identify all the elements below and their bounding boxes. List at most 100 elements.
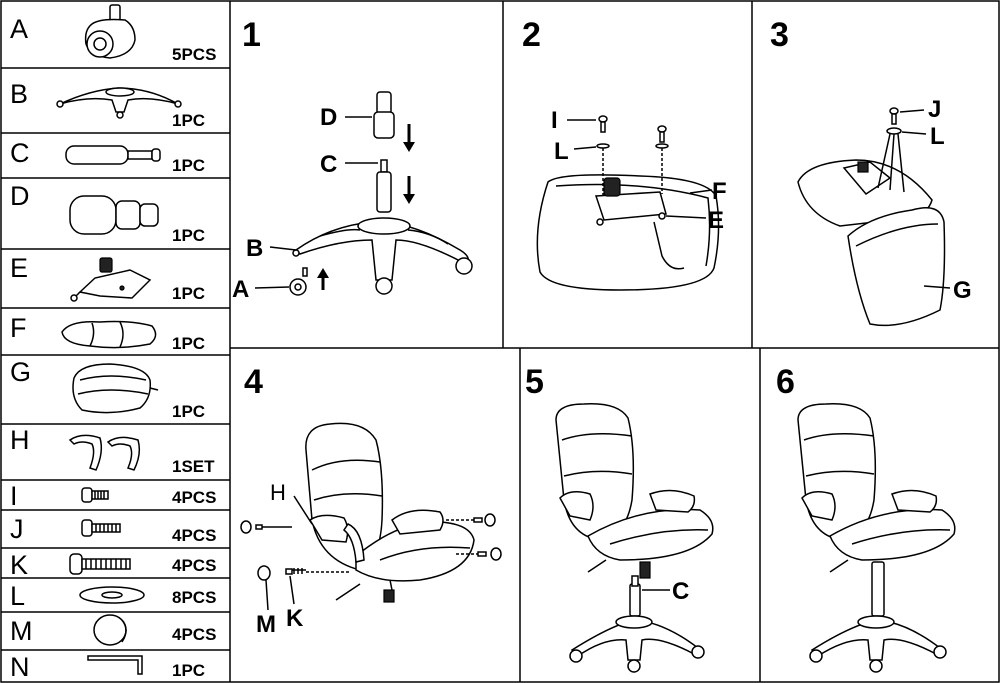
part-row-b: B 1PC [10, 79, 205, 130]
part-row-k: K 4PCS [10, 550, 216, 580]
label-l: L [930, 123, 945, 150]
backrest-part [847, 207, 946, 327]
assembled-chair [797, 403, 956, 673]
part-letter: C [10, 138, 30, 168]
part-row-l: L 8PCS [10, 581, 216, 611]
bolt-with-washer [596, 115, 610, 196]
label-i: I [551, 107, 558, 134]
part-letter: D [10, 181, 30, 211]
part-qty: 1PC [172, 156, 205, 175]
part-row-i: I 4PCS [10, 481, 216, 511]
seat-cushion-icon [61, 320, 157, 349]
part-qty: 1SET [172, 457, 215, 476]
chair-upper-part [305, 422, 475, 603]
label-k: K [286, 605, 304, 632]
step-number: 3 [770, 16, 789, 54]
short-bolt-icon [81, 487, 109, 503]
part-qty: 1PC [172, 226, 205, 245]
part-letter: J [10, 514, 24, 544]
base-part [569, 615, 705, 673]
part-row-j: J 4PCS [10, 514, 216, 545]
up-arrow-icon [317, 268, 329, 290]
part-row-a: A 5PCS [10, 4, 216, 64]
cap-icon [93, 614, 127, 646]
step-4-panel: 4 [240, 363, 502, 638]
part-row-m: M 4PCS [10, 614, 216, 646]
label-c: C [672, 578, 689, 605]
part-row-d: D 1PC [10, 181, 205, 245]
label-m: M [256, 611, 276, 638]
part-qty: 1PC [172, 402, 205, 421]
label-j: J [928, 96, 941, 123]
part-letter: E [10, 253, 28, 283]
cap-and-bolt [446, 513, 496, 527]
star-base-icon [56, 87, 182, 119]
parts-list: A 5PCS B 1PC C [10, 4, 216, 682]
step-number: 1 [242, 16, 261, 54]
lift-cover-part [373, 91, 395, 139]
step-number: 4 [244, 363, 263, 401]
cap-and-bolt [257, 565, 350, 581]
cap-and-bolt [456, 547, 502, 561]
seat-underside-part [536, 174, 720, 291]
part-qty: 4PCS [172, 526, 216, 545]
backrest-icon [72, 363, 159, 414]
part-letter: N [10, 652, 30, 682]
part-letter: K [10, 550, 28, 580]
chair-part [555, 403, 714, 579]
part-row-f: F 1PC [10, 313, 205, 353]
part-qty: 1PC [172, 111, 205, 130]
part-letter: A [10, 14, 28, 44]
tilt-mechanism-icon [70, 257, 152, 302]
part-qty: 1PC [172, 661, 205, 680]
part-row-c: C 1PC [10, 138, 205, 175]
allen-key-icon [87, 655, 143, 675]
cap-and-bolt [240, 520, 292, 534]
part-row-h: H 1SET [10, 425, 215, 476]
label-l: L [554, 138, 569, 165]
part-qty: 1PC [172, 284, 205, 303]
part-letter: M [10, 616, 33, 646]
caster-wheel-icon [84, 4, 136, 59]
down-arrow-icon [403, 124, 415, 152]
down-arrow-icon [403, 176, 415, 204]
step-1-panel: 1 [232, 16, 473, 303]
bolt-with-washer [877, 107, 905, 193]
bolt-with-washer [655, 125, 669, 194]
label-a: A [232, 276, 249, 303]
step-2-panel: 2 I L F [522, 16, 727, 291]
gas-lift-icon [65, 145, 161, 165]
step-6-panel: 6 [776, 363, 956, 673]
step-3-panel: 3 J L G [770, 16, 972, 327]
label-f: F [712, 178, 727, 205]
mechanism-part [594, 177, 685, 270]
step-number: 6 [776, 363, 795, 401]
label-h: H [270, 480, 286, 505]
part-row-e: E 1PC [10, 253, 205, 303]
part-row-g: G 1PC [10, 357, 205, 421]
medium-bolt-icon [81, 519, 121, 537]
gas-lift-part [376, 159, 392, 213]
part-row-n: N 1PC [10, 652, 205, 682]
part-qty: 8PCS [172, 588, 216, 607]
part-letter: L [10, 581, 25, 611]
caster-part [289, 267, 308, 296]
step-number: 5 [525, 363, 544, 401]
lift-cover-icon [69, 195, 159, 235]
armrest-icon [68, 434, 141, 471]
part-letter: B [10, 79, 28, 109]
label-d: D [320, 104, 337, 131]
part-letter: I [10, 481, 18, 511]
label-b: B [246, 235, 263, 262]
long-bolt-icon [69, 553, 131, 575]
part-letter: G [10, 357, 31, 387]
step-number: 2 [522, 16, 541, 54]
label-e: E [708, 207, 724, 234]
part-qty: 4PCS [172, 488, 216, 507]
part-qty: 4PCS [172, 556, 216, 575]
step-5-panel: 5 C [525, 363, 714, 673]
part-qty: 1PC [172, 334, 205, 353]
gas-lift-part [629, 575, 641, 617]
